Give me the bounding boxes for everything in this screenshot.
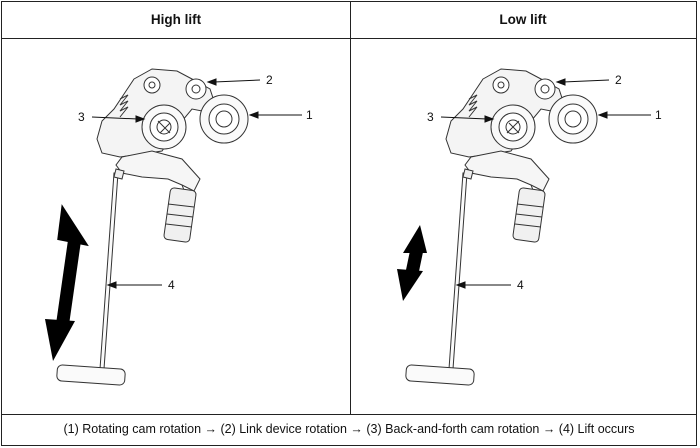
callout-3: 3: [78, 110, 85, 124]
process-caption: (1) Rotating cam rotation → (2) Link dev…: [63, 422, 635, 436]
callout-3: 3: [427, 110, 434, 124]
callout-1: 1: [306, 108, 313, 122]
panel-high-lift: 2 1 3 4: [2, 39, 348, 414]
low-lift-illustration: 2 1 3 4: [397, 68, 662, 386]
column-divider: [350, 2, 351, 414]
callout-1: 1: [655, 108, 662, 122]
callout-4: 4: [168, 278, 175, 292]
high-lift-illustration: 2 1 3 4: [45, 68, 313, 386]
callout-2: 2: [266, 73, 273, 87]
header-divider: [2, 38, 696, 39]
callout-4: 4: [517, 278, 524, 292]
low-lift-range-arrow: [397, 225, 427, 301]
high-lift-range-arrow: [45, 204, 89, 361]
callout-2: 2: [615, 73, 622, 87]
link-device-part-2: [534, 78, 556, 100]
header-low-lift: Low lift: [499, 12, 547, 27]
panel-low-lift: 2 1 3 4: [351, 39, 697, 414]
caption-divider: [2, 414, 696, 415]
link-device-part-2: [185, 78, 207, 100]
header-high-lift: High lift: [150, 12, 202, 27]
